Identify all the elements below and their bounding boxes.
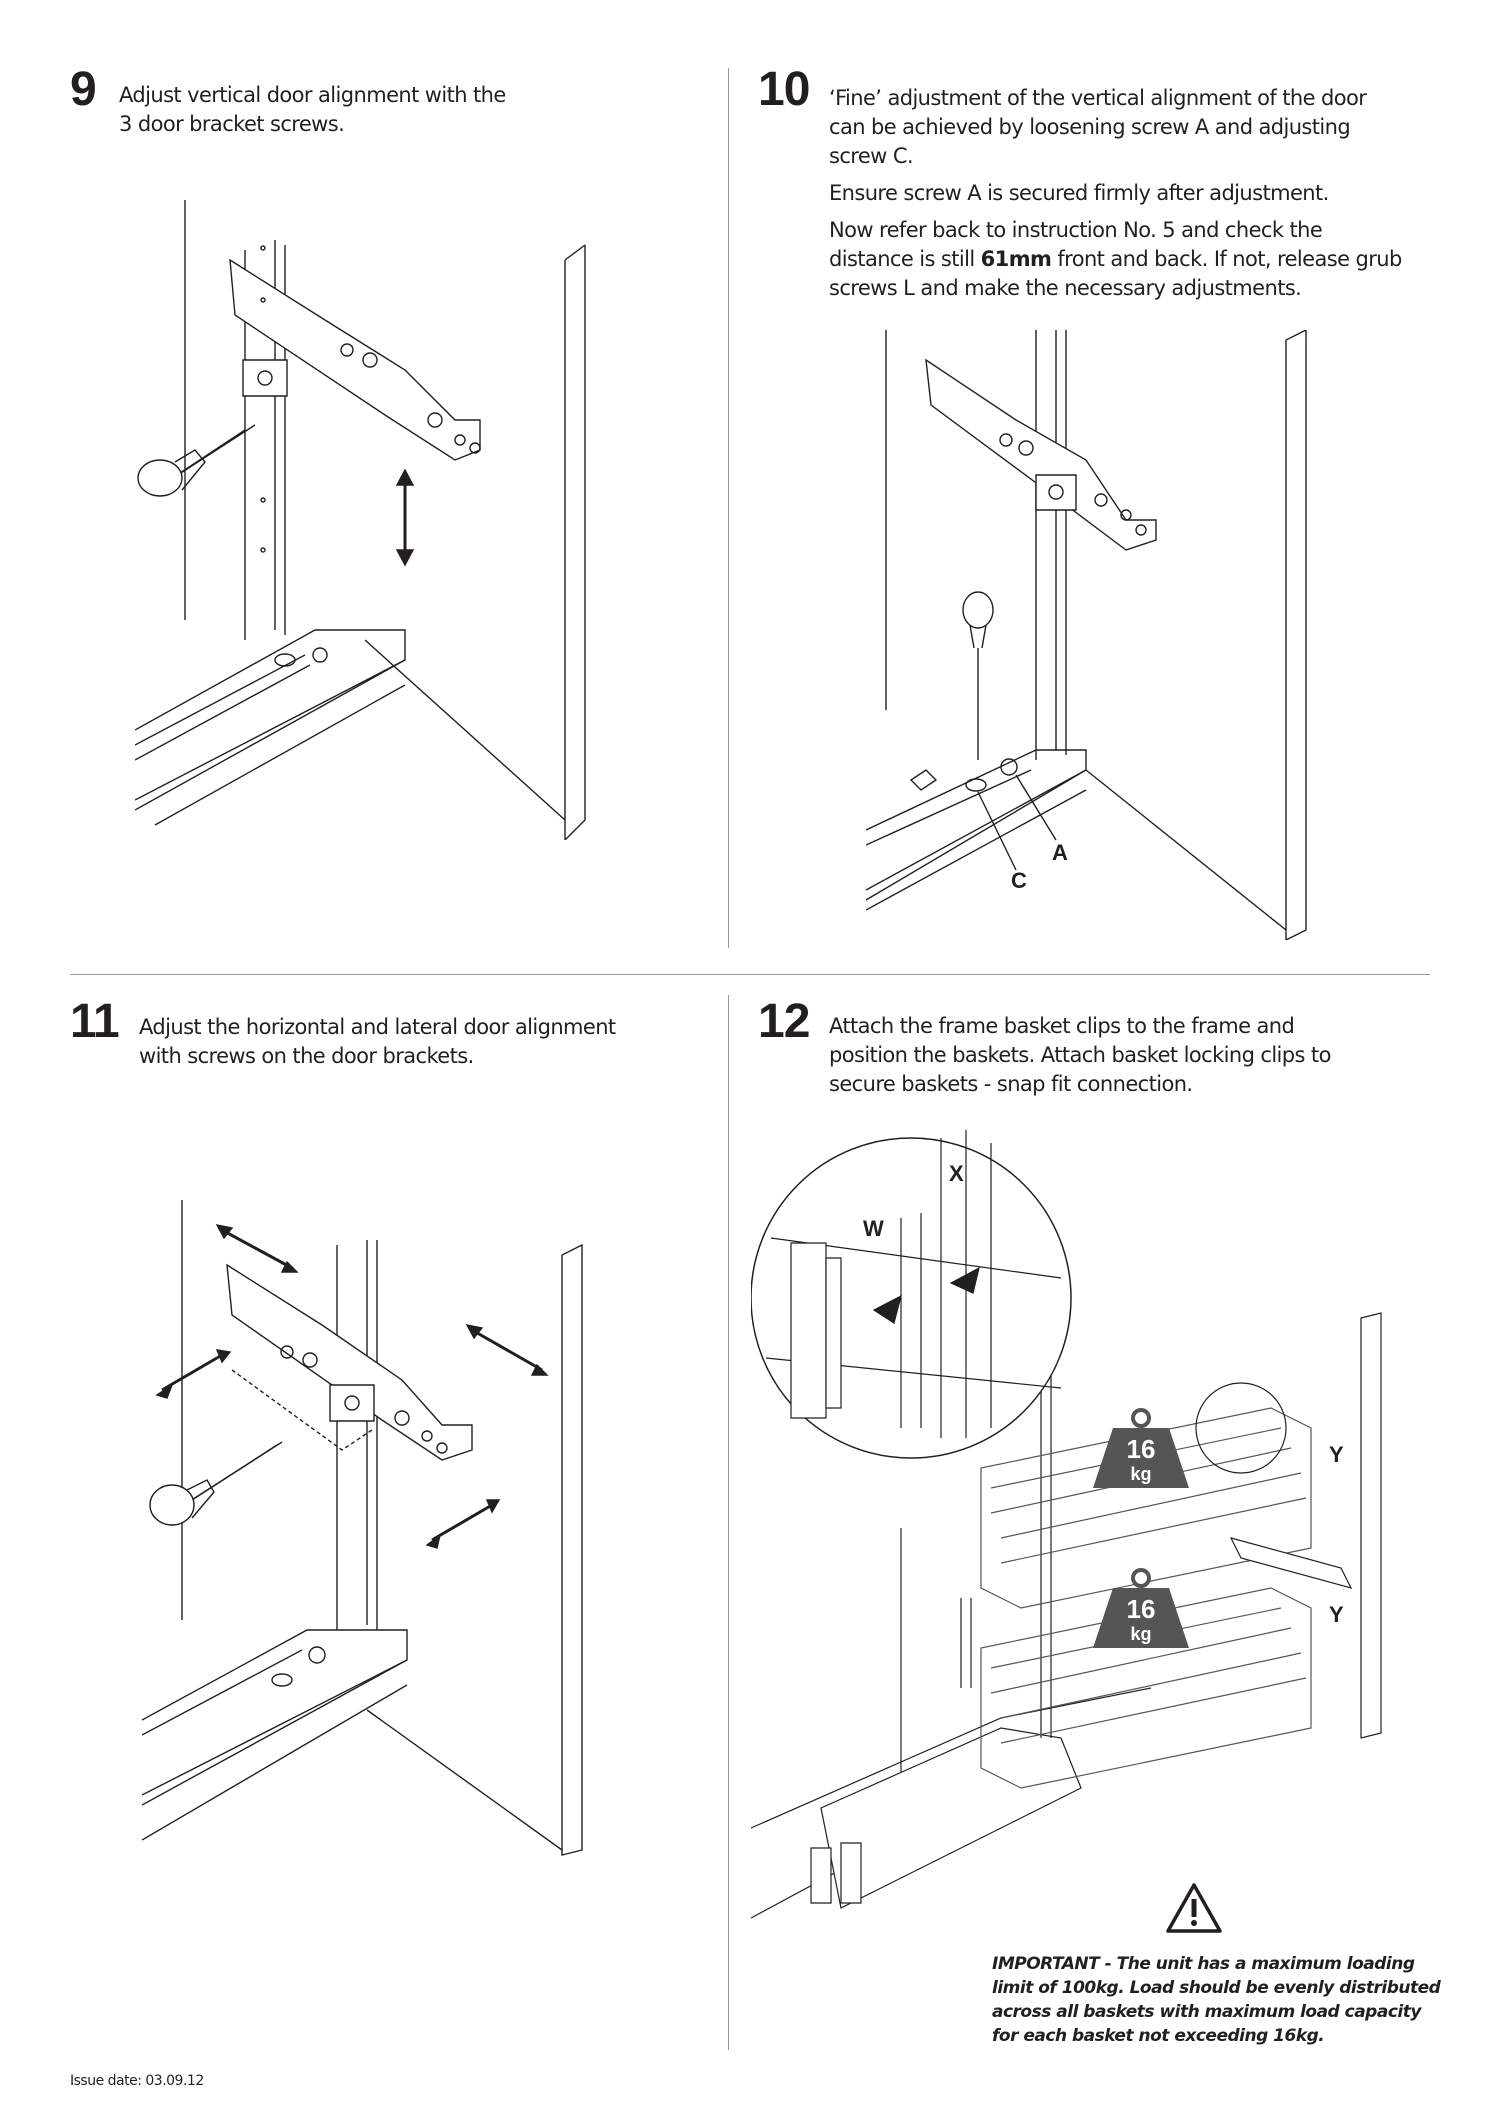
text-line: IMPORTANT - The unit has a maximum loadi…	[992, 1954, 1415, 1974]
step-11-number: 11	[70, 995, 120, 1048]
label-w: W	[863, 1216, 884, 1241]
text-line: limit of 100kg. Load should be evenly di…	[992, 1978, 1441, 1998]
svg-text:kg: kg	[1130, 1624, 1151, 1644]
text-paragraph: Ensure screw A is secured firmly after a…	[829, 181, 1329, 205]
svg-text:16: 16	[1127, 1594, 1156, 1624]
distance-value: 61mm	[980, 247, 1052, 271]
text-line: screw C.	[829, 144, 914, 168]
step-12-illustration: 16 kg 16 kg Y Y X W	[751, 1128, 1391, 1928]
label-x: X	[949, 1161, 964, 1186]
text-line: can be achieved by loosening screw A and…	[829, 115, 1351, 139]
step-10-illustration: A C	[866, 330, 1316, 940]
label-y-1: Y	[1329, 1442, 1344, 1467]
step-12-number: 12	[758, 995, 810, 1048]
label-c: C	[1011, 868, 1027, 893]
step-11-text: Adjust the horizontal and lateral door a…	[139, 1013, 616, 1071]
text-line: across all baskets with maximum load cap…	[992, 2002, 1421, 2022]
weight-icon-2: 16 kg	[1093, 1570, 1189, 1648]
text-span: front and back. If not, release grub	[1051, 247, 1402, 271]
svg-text:kg: kg	[1130, 1464, 1151, 1484]
text-line: for each basket not exceeding 16kg.	[992, 2026, 1325, 2046]
text-line: Adjust the horizontal and lateral door a…	[139, 1015, 616, 1039]
label-a: A	[1052, 840, 1068, 865]
step-12-text: Attach the frame basket clips to the fra…	[829, 1012, 1331, 1099]
text-line: position the baskets. Attach basket lock…	[829, 1043, 1331, 1067]
step-9-text: Adjust vertical door alignment with the …	[119, 81, 506, 139]
step-10-text: ‘Fine’ adjustment of the vertical alignm…	[829, 84, 1402, 311]
step-9-number: 9	[70, 63, 97, 116]
text-line: Attach the frame basket clips to the fra…	[829, 1014, 1295, 1038]
weight-icon-1: 16 kg	[1093, 1410, 1189, 1488]
label-y-2: Y	[1329, 1602, 1344, 1627]
step-11-illustration	[142, 1200, 612, 1860]
text-line: Now refer back to instruction No. 5 and …	[829, 218, 1323, 242]
text-span: distance is still	[829, 247, 981, 271]
text-line: screws L and make the necessary adjustme…	[829, 276, 1302, 300]
text-line: secure baskets - snap fit connection.	[829, 1072, 1193, 1096]
row-divider	[70, 974, 1430, 975]
text-line: ‘Fine’ adjustment of the vertical alignm…	[829, 86, 1367, 110]
column-divider-bottom	[728, 995, 729, 2050]
warning-text: IMPORTANT - The unit has a maximum loadi…	[992, 1952, 1442, 2048]
column-divider-top	[728, 68, 729, 948]
step-10-number: 10	[758, 63, 810, 116]
step-9-illustration	[135, 200, 615, 840]
text-line: with screws on the door brackets.	[139, 1044, 474, 1068]
warning-triangle-icon	[1166, 1883, 1222, 1933]
svg-text:16: 16	[1127, 1434, 1156, 1464]
text-line: 3 door bracket screws.	[119, 112, 345, 136]
text-line: Adjust vertical door alignment with the	[119, 83, 506, 107]
issue-date: Issue date: 03.09.12	[70, 2073, 204, 2089]
